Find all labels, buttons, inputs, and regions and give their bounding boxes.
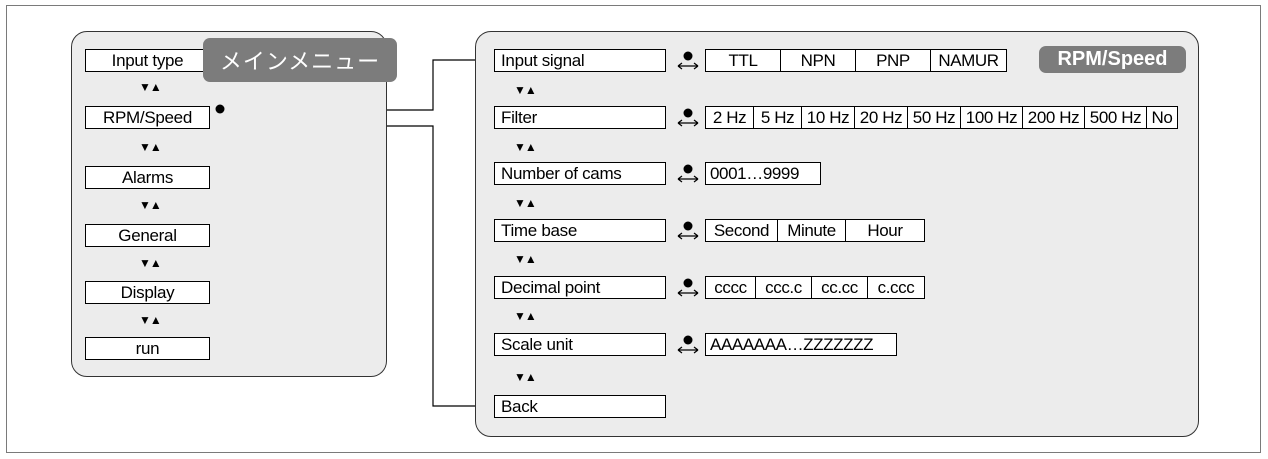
option-5hz[interactable]: 5 Hz [754, 107, 802, 128]
select-control-icon [677, 335, 699, 354]
option-20hz[interactable]: 20 Hz [855, 107, 908, 128]
nav-arrows: ▼▲ [514, 370, 537, 384]
select-control-icon [677, 278, 699, 297]
nav-arrows: ▼▲ [139, 80, 162, 94]
select-control-icon [677, 164, 699, 183]
menu-item-input-type[interactable]: Input type [85, 49, 210, 72]
option-npn[interactable]: NPN [781, 50, 856, 71]
select-control-icon [677, 51, 699, 70]
time-base-options: Second Minute Hour [705, 219, 925, 242]
select-control-icon [677, 221, 699, 240]
option-hour[interactable]: Hour [867, 220, 903, 240]
option-cccc[interactable]: cccc [706, 277, 756, 298]
submenu-item-scale-unit[interactable]: Scale unit [494, 333, 666, 356]
nav-arrows: ▼▲ [139, 313, 162, 327]
submenu-item-decimal-point[interactable]: Decimal point [494, 276, 666, 299]
input-signal-options: TTL NPN PNP NAMUR [705, 49, 1007, 72]
option-second[interactable]: Second [706, 220, 778, 241]
decimal-point-options: cccc ccc.c cc.cc c.ccc [705, 276, 925, 299]
nav-arrows: ▼▲ [514, 83, 537, 97]
filter-options: 2 Hz 5 Hz 10 Hz 20 Hz 50 Hz 100 Hz 200 H… [705, 106, 1178, 129]
nav-arrows: ▼▲ [139, 140, 162, 154]
option-50hz[interactable]: 50 Hz [908, 107, 961, 128]
option-500hz[interactable]: 500 Hz [1085, 107, 1147, 128]
option-namur[interactable]: NAMUR [938, 50, 999, 70]
menu-item-display[interactable]: Display [85, 281, 210, 304]
nav-arrows: ▼▲ [514, 309, 537, 323]
menu-item-general[interactable]: General [85, 224, 210, 247]
option-ccc-c[interactable]: ccc.c [756, 277, 812, 298]
option-no[interactable]: No [1151, 107, 1173, 127]
menu-item-alarms[interactable]: Alarms [85, 166, 210, 189]
option-minute[interactable]: Minute [778, 220, 846, 241]
nav-arrows: ▼▲ [139, 256, 162, 270]
option-10hz[interactable]: 10 Hz [802, 107, 855, 128]
option-2hz[interactable]: 2 Hz [706, 107, 754, 128]
menu-item-run[interactable]: run [85, 337, 210, 360]
main-menu-badge: メインメニュー [203, 38, 397, 82]
option-pnp[interactable]: PNP [856, 50, 931, 71]
select-control-icon [677, 108, 699, 127]
option-cc-cc[interactable]: cc.cc [812, 277, 868, 298]
nav-arrows: ▼▲ [514, 196, 537, 210]
submenu-item-time-base[interactable]: Time base [494, 219, 666, 242]
submenu-item-number-of-cams[interactable]: Number of cams [494, 162, 666, 185]
main-menu-panel [71, 31, 387, 377]
option-100hz[interactable]: 100 Hz [961, 107, 1023, 128]
option-c-ccc[interactable]: c.ccc [877, 277, 915, 297]
scale-unit-range: AAAAAAA…ZZZZZZZ [705, 333, 897, 356]
submenu-badge: RPM/Speed [1039, 46, 1186, 73]
nav-arrows: ▼▲ [139, 198, 162, 212]
submenu-item-input-signal[interactable]: Input signal [494, 49, 666, 72]
nav-arrows: ▼▲ [514, 140, 537, 154]
number-of-cams-range: 0001…9999 [705, 162, 821, 185]
option-scale-unit-range[interactable]: AAAAAAA…ZZZZZZZ [710, 334, 874, 354]
submenu-item-filter[interactable]: Filter [494, 106, 666, 129]
enter-dot-icon [215, 104, 225, 114]
option-ttl[interactable]: TTL [706, 50, 781, 71]
submenu-item-back[interactable]: Back [494, 395, 666, 418]
nav-arrows: ▼▲ [514, 252, 537, 266]
option-200hz[interactable]: 200 Hz [1023, 107, 1085, 128]
menu-item-rpm-speed[interactable]: RPM/Speed [85, 106, 210, 129]
option-cams-range[interactable]: 0001…9999 [710, 163, 800, 183]
